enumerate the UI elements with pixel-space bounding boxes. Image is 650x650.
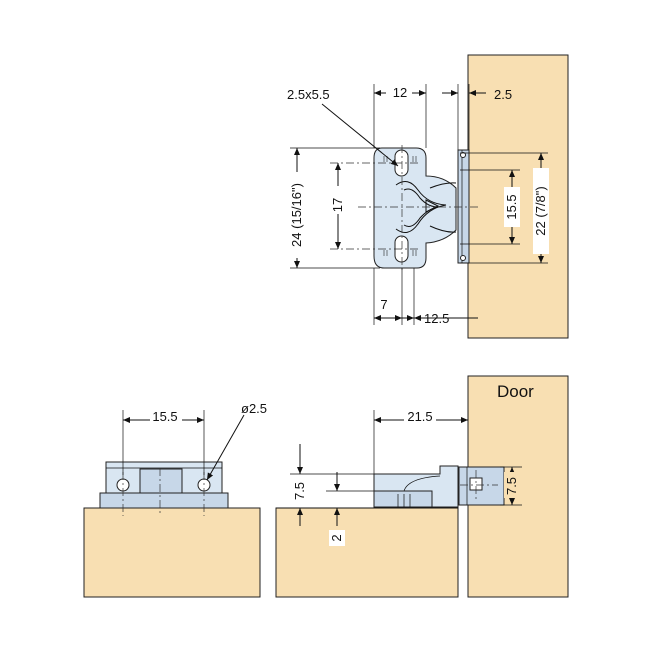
right-catch-base (373, 490, 433, 508)
strike-plate (457, 149, 470, 264)
height-7-5-left-label: 7.5 (292, 482, 307, 500)
hole-pitch-label: 15.5 (152, 409, 177, 424)
spring-clip (395, 180, 447, 234)
right-shelf (275, 507, 459, 598)
left-base-plate (99, 492, 229, 509)
side-view-left: 15.5 ø2.5 (83, 401, 267, 598)
left-catch-center (139, 468, 183, 494)
side-view-right: Door 21.5 7.5 2 (275, 375, 569, 598)
height-7-5-right-label: 7.5 (504, 477, 519, 495)
height-22-label: 22 (7/8") (533, 186, 548, 235)
catch-body (373, 147, 457, 269)
hole-diameter-label: ø2.5 (241, 401, 267, 416)
door-label: Door (497, 382, 534, 401)
slot-size-label: 2.5x5.5 (287, 87, 330, 102)
left-shelf (83, 507, 261, 598)
offset-7-label: 7 (380, 297, 387, 312)
thickness-2-5-label: 2.5 (494, 87, 512, 102)
height-24-label: 24 (15/16") (289, 183, 304, 247)
pitch-17-label: 17 (330, 198, 345, 212)
pitch-15-5-right-label: 15.5 (504, 194, 519, 219)
depth-12-5-label: 12.5 (424, 311, 449, 326)
width-12-label: 12 (393, 85, 407, 100)
reach-21-5-label: 21.5 (407, 409, 432, 424)
gap-2-label: 2 (329, 534, 344, 541)
top-view: 2.5x5.5 12 2.5 24 (15/16") 17 15.5 22 (7… (287, 54, 569, 339)
